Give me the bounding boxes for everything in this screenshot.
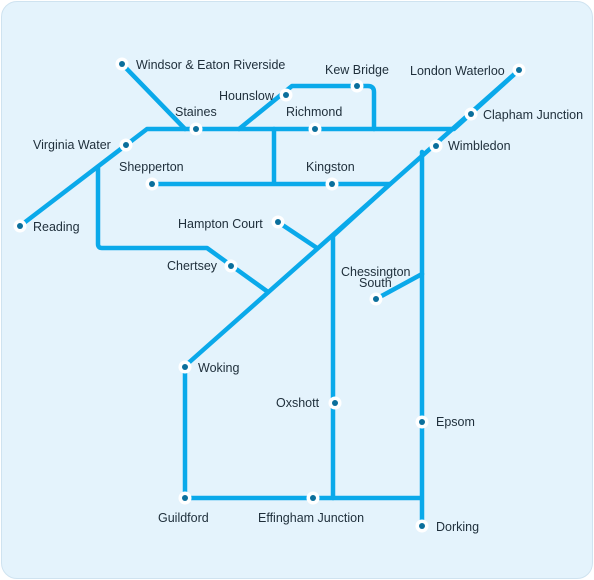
station-london-waterloo[interactable]	[512, 63, 526, 77]
station-labels: Windsor & Eaton Riverside Kew Bridge Lon…	[33, 58, 583, 534]
line-windsor-staines	[119, 61, 188, 132]
label-kew-bridge: Kew Bridge	[325, 63, 389, 77]
label-staines: Staines	[175, 105, 217, 119]
label-richmond: Richmond	[286, 105, 342, 119]
label-woking: Woking	[198, 361, 240, 375]
label-hampton-court: Hampton Court	[178, 217, 263, 231]
station-dorking[interactable]	[415, 519, 429, 533]
label-london-waterloo: London Waterloo	[410, 64, 505, 78]
station-richmond[interactable]	[308, 122, 322, 136]
station-shepperton[interactable]	[145, 177, 159, 191]
label-chessington-south: South	[359, 276, 392, 290]
rail-lines	[17, 61, 522, 529]
station-guildford[interactable]	[178, 491, 192, 505]
label-effingham-junction: Effingham Junction	[258, 511, 364, 525]
station-oxshott[interactable]	[328, 396, 342, 410]
station-hampton-court[interactable]	[271, 215, 285, 229]
label-guildford: Guildford	[158, 511, 209, 525]
line-hounslow-kew-bridge	[236, 83, 377, 132]
label-chessington: Chessington	[341, 265, 411, 279]
station-kingston[interactable]	[325, 177, 339, 191]
label-dorking: Dorking	[436, 520, 479, 534]
label-virginia-water: Virginia Water	[33, 138, 111, 152]
line-waterloo-woking-guildford	[182, 67, 522, 501]
line-shepperton-branch	[149, 126, 393, 187]
station-reading[interactable]	[13, 219, 27, 233]
station-chessington-south[interactable]	[369, 292, 383, 306]
label-oxshott: Oxshott	[276, 396, 320, 410]
station-effingham-junction[interactable]	[306, 491, 320, 505]
station-wimbledon[interactable]	[429, 139, 443, 153]
station-clapham-junction[interactable]	[464, 107, 478, 121]
station-windsor[interactable]	[115, 57, 129, 71]
station-hounslow[interactable]	[279, 88, 293, 102]
stations	[13, 57, 526, 533]
station-staines[interactable]	[189, 122, 203, 136]
label-chertsey: Chertsey	[167, 259, 218, 273]
label-clapham-junction: Clapham Junction	[483, 108, 583, 122]
line-chessington	[373, 271, 425, 302]
label-wimbledon: Wimbledon	[448, 139, 511, 153]
label-windsor: Windsor & Eaton Riverside	[136, 58, 285, 72]
label-kingston: Kingston	[306, 160, 355, 174]
line-hampton-court	[275, 219, 320, 251]
label-hounslow: Hounslow	[219, 89, 275, 103]
label-shepperton: Shepperton	[119, 160, 184, 174]
station-woking[interactable]	[178, 360, 192, 374]
line-kingston-effingham	[330, 181, 393, 501]
line-virginia-water-chertsey	[95, 164, 271, 295]
station-kew-bridge[interactable]	[350, 79, 364, 93]
station-epsom[interactable]	[415, 415, 429, 429]
station-virginia-water[interactable]	[119, 138, 133, 152]
label-epsom: Epsom	[436, 415, 475, 429]
label-reading: Reading	[33, 220, 80, 234]
station-chertsey[interactable]	[224, 259, 238, 273]
